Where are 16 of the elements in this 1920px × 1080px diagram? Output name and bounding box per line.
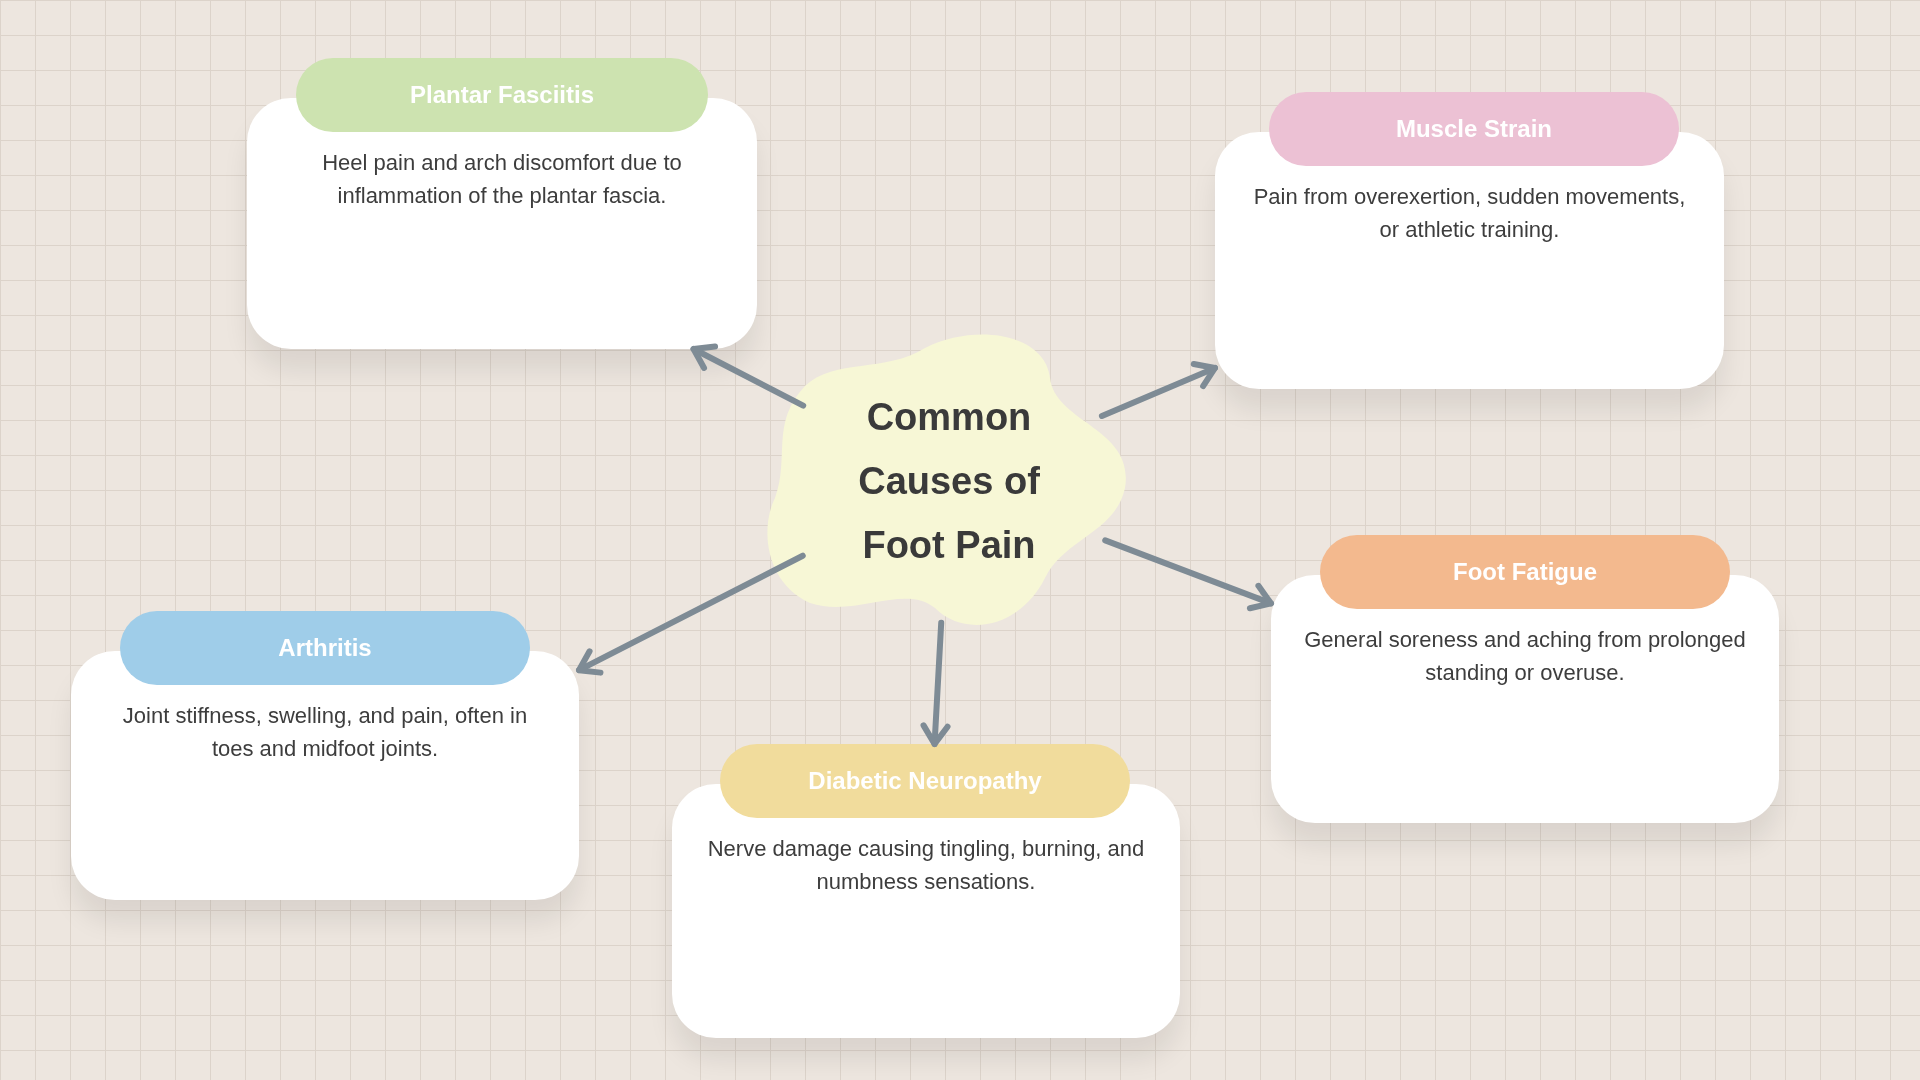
heading-pill: Muscle Strain [1269, 92, 1679, 166]
arrow [576, 552, 806, 676]
description-text: Joint stiffness, swelling, and pain, often in toes and midfoot joints. [121, 702, 529, 763]
center-title: Common Causes of Foot Pain [857, 395, 1041, 568]
heading-pill: Foot Fatigue [1320, 535, 1730, 609]
description-text: Heel pain and arch discomfort due to inflammation of the plantar fascia. [321, 149, 683, 210]
description-text: Nerve damage causing tingling, burning, and numbness sensations. [706, 835, 1146, 896]
arrow [1098, 360, 1218, 419]
heading-pill: Diabetic Neuropathy [720, 744, 1130, 818]
arrow [1102, 537, 1274, 612]
heading-pill: Arthritis [120, 611, 530, 685]
description-text: General soreness and aching from prolonged standing or overuse. [1303, 626, 1747, 687]
description-text: Pain from overexertion, sudden movements, or athletic training. [1252, 183, 1687, 244]
arrow [690, 343, 807, 409]
heading-pill: Plantar Fasciitis [296, 58, 708, 132]
arrow [920, 619, 951, 747]
